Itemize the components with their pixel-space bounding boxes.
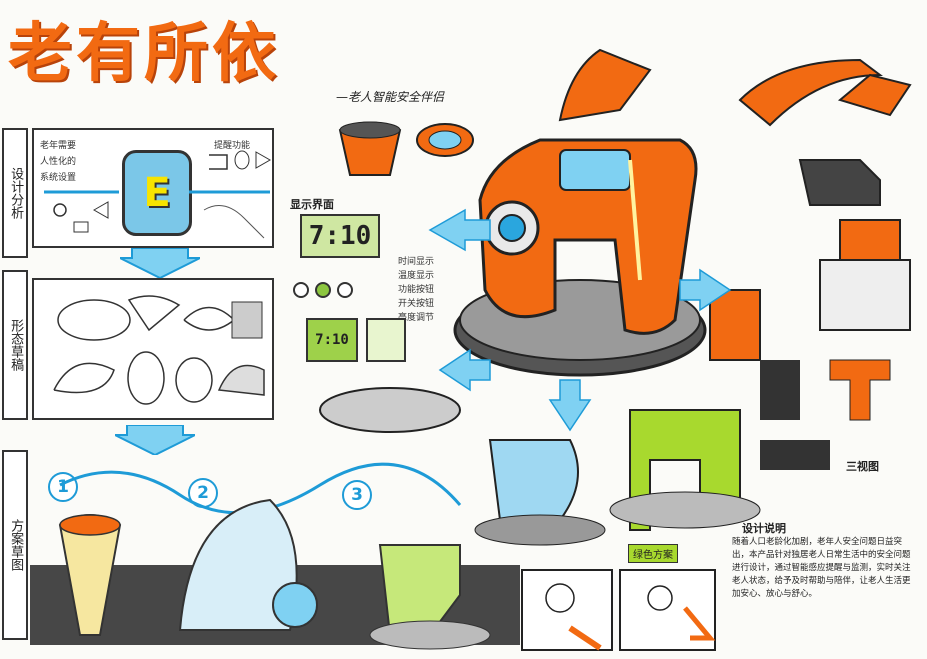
section-text: 方案草图 [8, 519, 24, 571]
form-sketch-panel [32, 278, 274, 420]
display-buttons [293, 282, 353, 298]
arrow-down-icon [120, 248, 200, 278]
variant-renders [319, 387, 761, 546]
button-icon [293, 282, 309, 298]
scheme-number: 3 [342, 480, 372, 510]
green-scheme-label: 绿色方案 [628, 544, 678, 563]
three-view-label: 三视图 [846, 460, 879, 473]
section-label-form: 形态草稿 [2, 270, 28, 420]
display-note: 温度显示 [398, 271, 435, 281]
small-lcd-display: 7:10 [306, 318, 358, 362]
analysis-note: 系统设置 [40, 173, 77, 183]
arrow-down-icon [115, 425, 195, 455]
section-text: 设计分析 [8, 167, 24, 219]
section-label-analysis: 设计分析 [2, 128, 28, 258]
display-note: 时间显示 [398, 257, 435, 267]
display-note: 功能按钮 [398, 285, 435, 295]
button-icon [315, 282, 331, 298]
form-sketches [53, 295, 265, 405]
scheme-sketches [30, 462, 520, 650]
detail-renders [338, 121, 474, 176]
display-note: 亮度调节 [398, 313, 435, 323]
analysis-panel: 老年需要 人性化的 系统设置 提醒功能 E [32, 128, 274, 248]
analysis-note: 人性化的 [40, 157, 77, 167]
orange-part-render [558, 48, 652, 122]
e-icon-box: E [122, 150, 192, 236]
design-description: 随着人口老龄化加剧，老年人安全问题日益突出，本产品针对独居老人日常生活中的安全问… [732, 537, 911, 599]
main-product-render [453, 138, 707, 377]
poster-subtitle: —老人智能安全伴侣 [336, 90, 445, 104]
analysis-note: 老年需要 [40, 141, 77, 151]
main-lcd-display: 7:10 [300, 214, 380, 258]
display-note: 开关按钮 [398, 299, 435, 309]
analysis-note: 提醒功能 [214, 141, 251, 151]
comic-sketches [521, 569, 716, 651]
scheme-number: 1 [48, 472, 78, 502]
design-title: 设计说明 [742, 522, 786, 535]
display-panel-icon [366, 318, 406, 362]
section-label-scheme: 方案草图 [2, 450, 28, 640]
right-side-renders [709, 58, 912, 470]
section-text: 形态草稿 [8, 319, 24, 371]
e-icon: E [143, 170, 171, 216]
button-icon [337, 282, 353, 298]
display-title: 显示界面 [290, 198, 334, 211]
poster-title: 老有所依 [8, 16, 280, 91]
analysis-sketches [44, 150, 272, 239]
flow-arrows [428, 208, 732, 432]
